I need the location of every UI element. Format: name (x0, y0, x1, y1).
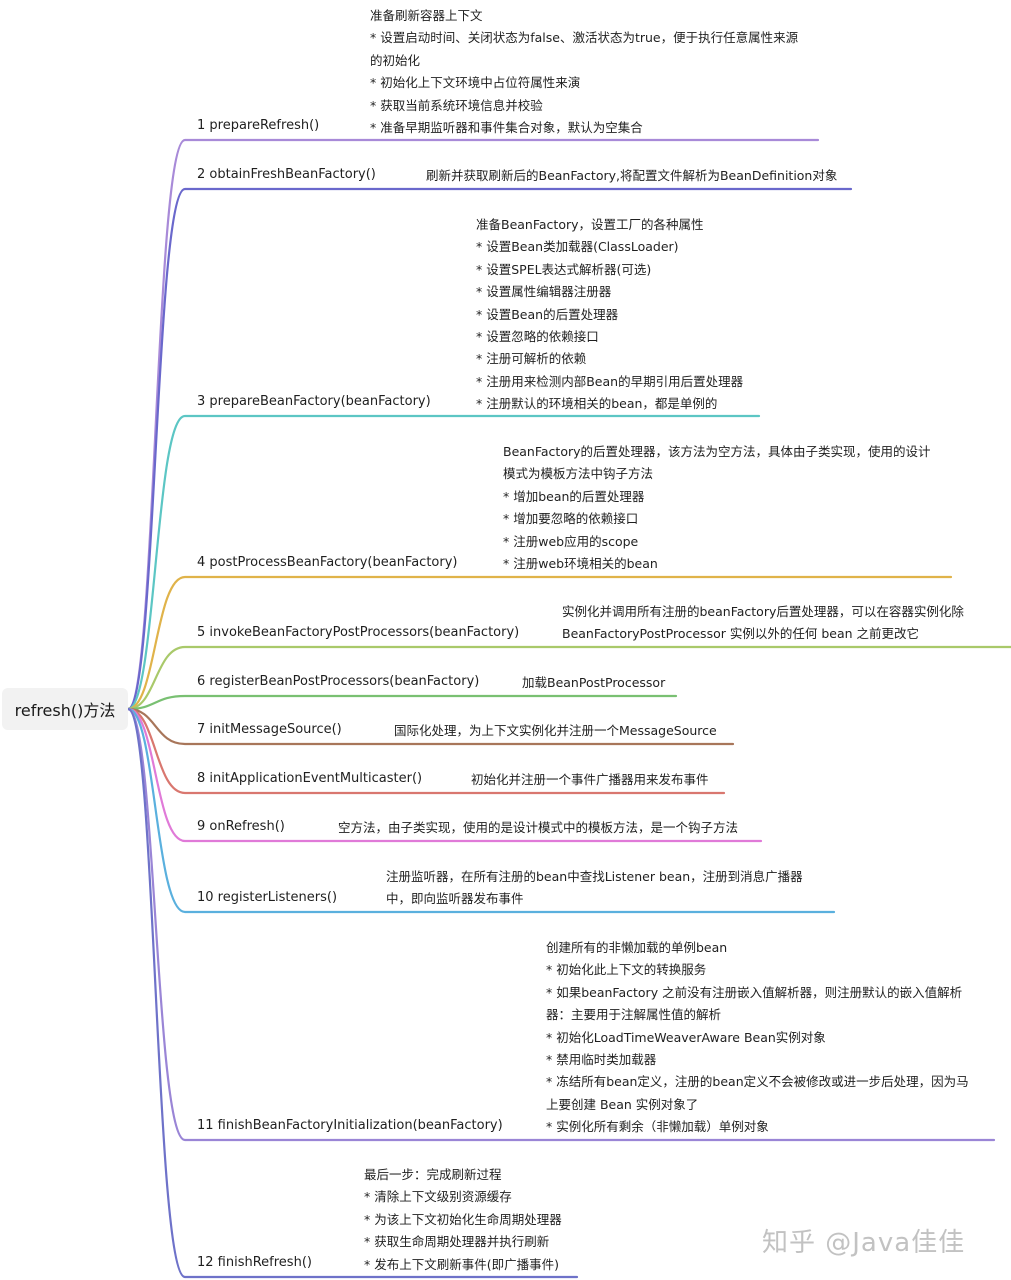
description-line: * 设置SPEL表达式解析器(可选) (476, 261, 652, 277)
description-line: 最后一步：完成刷新过程 (364, 1167, 502, 1182)
description-line: * 初始化上下文环境中占位符属性来演 (370, 75, 581, 91)
branch-description: 创建所有的非懒加载的单例bean * 初始化此上下文的转换服务 * 如果beanFa… (546, 937, 969, 1139)
description-line: 创建所有的非懒加载的单例bean (546, 940, 728, 955)
branch-description: 加载BeanPostProcessor (522, 672, 665, 694)
description-line: * 如果beanFactory 之前没有注册嵌入值解析器，则注册默认的嵌入值解析 (546, 984, 963, 1000)
branch-description: 最后一步：完成刷新过程 * 清除上下文级别资源缓存 * 为该上下文初始化生命周期处理… (364, 1164, 562, 1276)
description-line: 加载BeanPostProcessor (522, 675, 666, 690)
branch-connector (126, 694, 678, 711)
branch-connector (126, 707, 763, 843)
description-line: 模式为模板方法中钩子方法 (503, 466, 654, 482)
description-line: * 注册web环境相关的bean (503, 556, 658, 572)
branch-label[interactable]: 10 registerListeners() (197, 890, 338, 905)
branch-description: 初始化并注册一个事件广播器用来发布事件 (471, 769, 709, 791)
branch-connector (126, 645, 1011, 711)
branch-label[interactable]: 5 invokeBeanFactoryPostProcessors(beanFa… (197, 625, 520, 640)
branch-label[interactable]: 3 prepareBeanFactory(beanFactory) (197, 394, 431, 409)
branch-label[interactable]: 9 onRefresh() (197, 819, 285, 834)
description-line: * 设置Bean类加载器(ClassLoader) (476, 239, 679, 255)
root-node[interactable]: refresh()方法 (2, 688, 128, 730)
branch-description: 空方法，由子类实现，使用的是设计模式中的模板方法，是一个钩子方法 (338, 817, 738, 839)
description-line: * 增加bean的后置处理器 (503, 488, 645, 504)
description-line: 器：主要用于注解属性值的解析 (546, 1007, 722, 1023)
branch-description: 注册监听器，在所有注册的bean中查找Listener bean，注册到消息广播… (386, 866, 803, 911)
description-line: * 注册默认的环境相关的bean，都是单例的 (476, 396, 718, 412)
branch-label[interactable]: 1 prepareRefresh() (197, 118, 320, 133)
description-line: * 注册可解析的依赖 (476, 351, 587, 367)
branch-description: 准备刷新容器上下文 * 设置启动时间、关闭状态为false、激活状态为true，便… (370, 5, 798, 139)
description-line: * 设置Bean的后置处理器 (476, 306, 619, 322)
description-line: 空方法，由子类实现，使用的是设计模式中的模板方法，是一个钩子方法 (338, 820, 739, 835)
description-line: * 初始化LoadTimeWeaverAware Bean实例对象 (546, 1029, 826, 1045)
branch-label[interactable]: 12 finishRefresh() (197, 1255, 312, 1270)
description-line: * 获取当前系统环境信息并校验 (370, 97, 543, 113)
description-line: * 准备早期监听器和事件集合对象，默认为空集合 (370, 120, 643, 136)
description-line: * 初始化此上下文的转换服务 (546, 962, 707, 978)
watermark: 知乎 @Java佳佳 (762, 1228, 966, 1258)
branch-label[interactable]: 2 obtainFreshBeanFactory() (197, 167, 376, 182)
branch-label[interactable]: 6 registerBeanPostProcessors(beanFactory… (197, 674, 480, 689)
branch-description: 实例化并调用所有注册的beanFactory后置处理器，可以在容器实例化除 Bea… (562, 601, 964, 646)
branch-description: 国际化处理，为上下文实例化并注册一个MessageSource (394, 720, 717, 742)
branch-label[interactable]: 4 postProcessBeanFactory(beanFactory) (197, 555, 458, 570)
description-line: * 注册用来检测内部Bean的早期引用后置处理器 (476, 373, 744, 389)
description-line: BeanFactory的后置处理器，该方法为空方法，具体由子类实现，使用的设计 (503, 444, 931, 459)
branch-connector (126, 707, 836, 914)
branch-description: BeanFactory的后置处理器，该方法为空方法，具体由子类实现，使用的设计模… (503, 441, 931, 575)
description-line: * 为该上下文初始化生命周期处理器 (364, 1211, 562, 1227)
branch-connector (126, 707, 579, 1279)
branch-label[interactable]: 8 initApplicationEventMulticaster() (197, 771, 423, 786)
branch-connector (126, 414, 761, 711)
description-line: 国际化处理，为上下文实例化并注册一个MessageSource (394, 723, 717, 738)
description-line: 上要创建 Bean 实例对象了 (546, 1096, 699, 1112)
description-line: * 禁用临时类加载器 (546, 1052, 657, 1068)
description-line: 实例化并调用所有注册的beanFactory后置处理器，可以在容器实例化除 (562, 604, 964, 619)
description-line: * 注册web应用的scope (503, 533, 639, 549)
description-line: BeanFactoryPostProcessor 实例以外的任何 bean 之前… (562, 626, 919, 642)
branch-description: 刷新并获取刷新后的BeanFactory,将配置文件解析为BeanDefinit… (426, 165, 837, 187)
branch-label[interactable]: 7 initMessageSource() (197, 722, 342, 737)
description-line: 的初始化 (370, 52, 421, 68)
description-line: 准备BeanFactory，设置工厂的各种属性 (476, 217, 704, 232)
description-line: * 冻结所有bean定义，注册的bean定义不会被修改或进一步后处理，因为马 (546, 1074, 969, 1090)
description-line: * 发布上下文刷新事件(即广播事件) (364, 1256, 559, 1272)
branch-connector (126, 575, 953, 711)
description-line: * 设置属性编辑器注册器 (476, 284, 612, 300)
description-line: * 设置忽略的依赖接口 (476, 329, 599, 345)
description-line: 中，即向监听器发布事件 (386, 891, 524, 907)
description-line: * 增加要忽略的依赖接口 (503, 511, 639, 527)
branch-connector (126, 187, 853, 711)
description-line: * 获取生命周期处理器并执行刷新 (364, 1234, 550, 1250)
branch-description: 准备BeanFactory，设置工厂的各种属性 * 设置Bean类加载器(Clas… (476, 214, 743, 416)
branch-connector (126, 707, 996, 1142)
description-line: 刷新并获取刷新后的BeanFactory,将配置文件解析为BeanDefinit… (426, 168, 838, 183)
description-line: 注册监听器，在所有注册的bean中查找Listener bean，注册到消息广播… (386, 869, 803, 884)
description-line: 准备刷新容器上下文 (370, 8, 483, 23)
branch-connector (126, 707, 735, 746)
description-line: * 设置启动时间、关闭状态为false、激活状态为true，便于执行任意属性来源 (370, 30, 799, 46)
description-line: * 实例化所有剩余（非懒加载）单例对象 (546, 1119, 769, 1135)
root-label: refresh()方法 (14, 701, 116, 720)
description-line: 初始化并注册一个事件广播器用来发布事件 (471, 772, 709, 787)
description-line: * 清除上下文级别资源缓存 (364, 1189, 512, 1205)
branch-label[interactable]: 11 finishBeanFactoryInitialization(beanF… (197, 1118, 503, 1133)
